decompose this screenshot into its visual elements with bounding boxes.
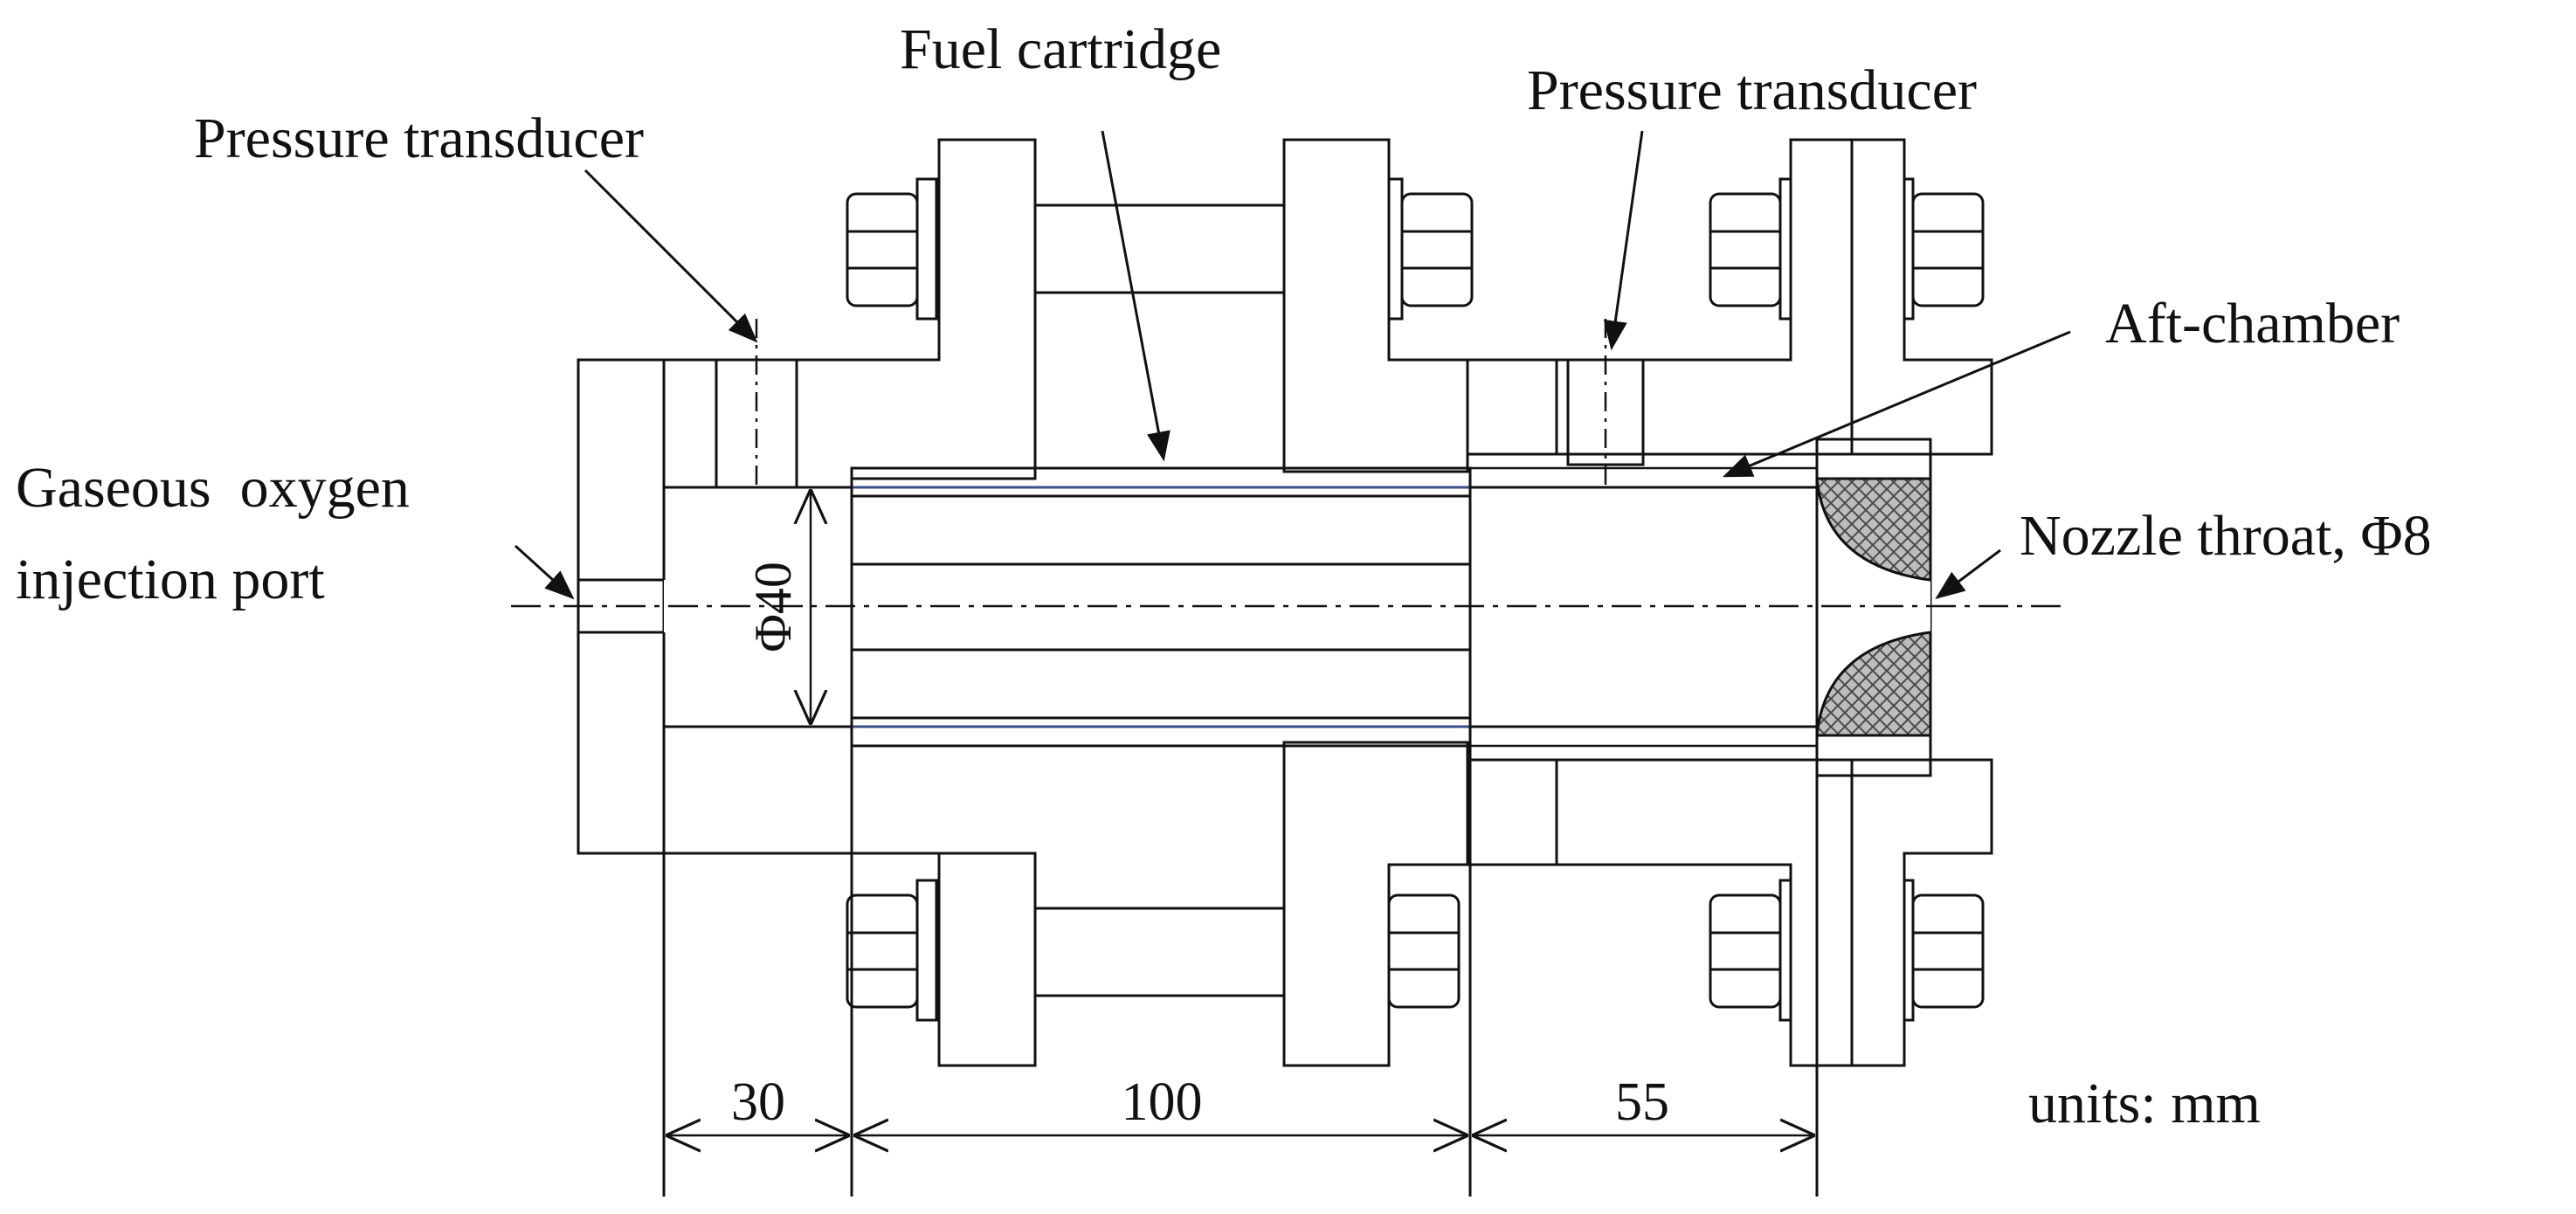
dim-aft-length: 55 [1615,1073,1669,1132]
bolt-top-mid [1387,177,1474,321]
tie-rods [1033,203,1286,997]
label-pressure-transducer-left: Pressure transducer [194,107,644,170]
label-gox-port-line2: injection port [16,548,325,611]
bolt-bottom-mid [1387,893,1461,1009]
bolt-top-left [846,177,938,321]
label-aft-chamber: Aft-chamber [2105,292,2400,355]
dim-fuel-length: 100 [1122,1073,1203,1132]
nozzle-insert [1815,140,1932,1066]
bore-diameter-label: Φ40 [744,562,802,652]
length-dimensions: 30 100 55 [662,735,1819,1197]
bolt-bottom-aft-right [1903,879,1985,1022]
label-units: units: mm [2028,1072,2261,1135]
leader-arrows [514,130,2071,600]
bolts [846,177,1985,1022]
bolt-top-aft-right [1903,177,1985,321]
label-nozzle-throat: Nozzle throat, Φ8 [2020,504,2432,568]
label-gox-port-line1: Gaseous oxygen [16,456,410,520]
labels: Fuel cartridge Pressure transducer Press… [16,17,2432,1135]
bolt-bottom-left [846,879,938,1022]
label-pressure-transducer-right: Pressure transducer [1527,59,1977,122]
bolt-bottom-aft-left [1709,879,1792,1022]
label-fuel-cartridge: Fuel cartridge [900,17,1221,81]
bore-diameter-dimension: Φ40 [744,491,811,723]
dim-head-length: 30 [731,1073,785,1132]
bolt-top-aft-left [1709,177,1792,321]
